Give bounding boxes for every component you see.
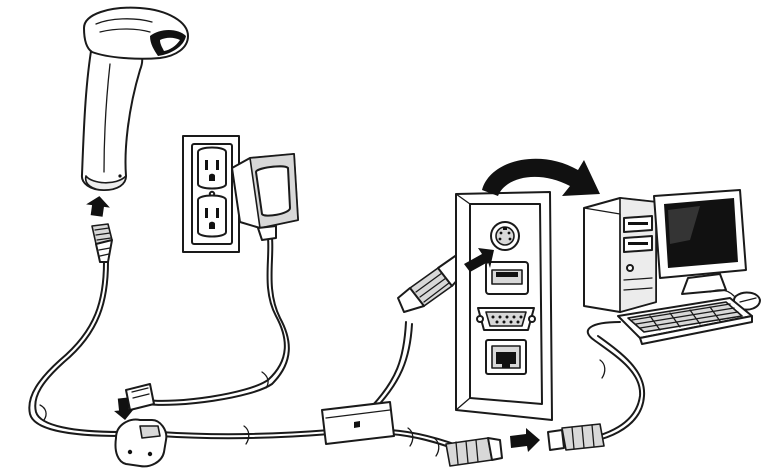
power-outlet-icon: [182, 135, 240, 253]
ps2-plug-male-keyboard: [547, 423, 605, 451]
ps2-plug-female: [445, 437, 503, 467]
curved-arrow-icon: [482, 158, 600, 196]
io-panel-icon: [455, 191, 553, 421]
port-arrow-icon: [464, 248, 494, 272]
up-arrow-icon: [86, 196, 110, 217]
interface-cable: [28, 237, 646, 457]
y-connector: [114, 418, 168, 468]
power-jack-plug: [125, 383, 155, 411]
barcode-scanner-icon: [80, 6, 189, 191]
desktop-computer-icon: [583, 189, 761, 345]
right-arrow-icon: [510, 428, 540, 452]
scanner-cable-plug: [91, 223, 113, 263]
cable-interface-box: [321, 401, 395, 445]
down-arrow-icon: [114, 397, 134, 420]
power-adapter-icon: [231, 153, 299, 241]
